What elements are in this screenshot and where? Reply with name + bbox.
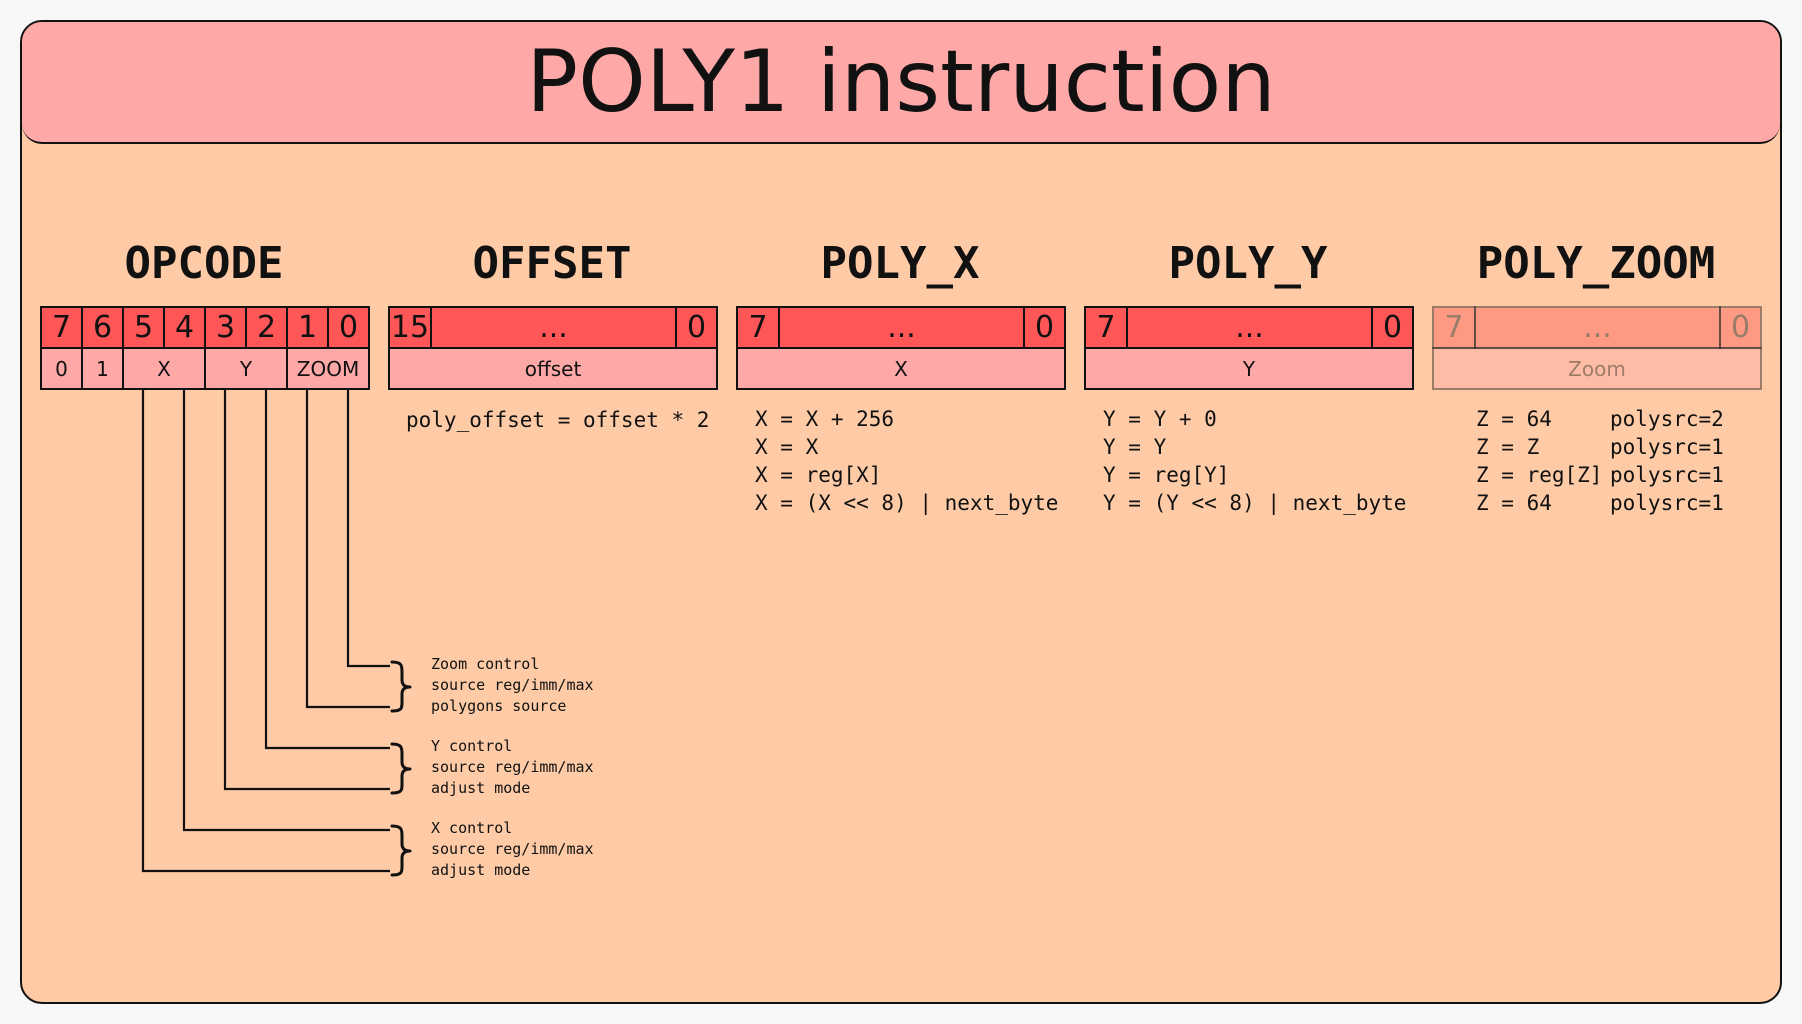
- offset-formula: poly_offset = offset * 2: [406, 408, 710, 432]
- connector-bit0: [346, 390, 390, 668]
- opcode-bit-0: 0: [327, 306, 370, 349]
- opcode-title: OPCODE: [124, 238, 284, 289]
- poly-zoom-rule-expr: Z = Z: [1476, 435, 1540, 459]
- connector-bit5: [141, 390, 390, 873]
- zoom-control-note: polygons source: [431, 697, 567, 715]
- opcode-bit-6: 6: [81, 306, 124, 349]
- y-control-note: adjust mode: [431, 779, 531, 797]
- poly-x-bit-0: 0: [1023, 306, 1066, 349]
- connector-bit1: [305, 390, 390, 709]
- poly-zoom-bit-ellipsis: ...: [1474, 306, 1721, 349]
- x-control-note: adjust mode: [431, 861, 531, 879]
- opcode-field-y: Y: [204, 347, 288, 390]
- y-control-note: source reg/imm/max: [431, 758, 594, 776]
- poly-y-rule: Y = Y + 0: [1103, 407, 1217, 431]
- x-control-note: source reg/imm/max: [431, 840, 594, 858]
- brace-zoom: [390, 660, 412, 713]
- poly-x-rule: X = X + 256: [755, 407, 895, 431]
- page-title: POLY1 instruction: [526, 32, 1276, 132]
- brace-x: [390, 824, 412, 877]
- offset-bit-ellipsis: ...: [430, 306, 677, 349]
- title-bar: POLY1 instruction: [22, 22, 1780, 144]
- poly-zoom-rule-expr: Z = reg[Z]: [1476, 463, 1603, 487]
- poly-zoom-rule-src: polysrc=1: [1610, 435, 1724, 459]
- poly-x-bit-7: 7: [736, 306, 780, 349]
- opcode-field-x: X: [122, 347, 206, 390]
- poly-zoom-rule-src: polysrc=1: [1610, 463, 1724, 487]
- offset-field: offset: [388, 347, 718, 390]
- poly-y-rule: Y = (Y << 8) | next_byte: [1103, 491, 1407, 515]
- zoom-control-note: source reg/imm/max: [431, 676, 594, 694]
- poly-x-field: X: [736, 347, 1066, 390]
- poly-zoom-bit-7: 7: [1432, 306, 1476, 349]
- opcode-bit-2: 2: [245, 306, 288, 349]
- connector-bit3: [223, 390, 390, 791]
- poly-y-rule: Y = reg[Y]: [1103, 463, 1230, 487]
- poly-x-rule: X = X: [755, 435, 819, 459]
- brace-y: [390, 742, 412, 795]
- poly-x-rule: X = reg[X]: [755, 463, 882, 487]
- poly-zoom-bit-0: 0: [1719, 306, 1762, 349]
- poly-y-title: POLY_Y: [1168, 238, 1328, 289]
- poly-zoom-rule-expr: Z = 64: [1476, 491, 1552, 515]
- zoom-control-note: Zoom control: [431, 655, 540, 673]
- diagram-card: POLY1 instruction: [20, 20, 1782, 1004]
- offset-title: OFFSET: [472, 238, 632, 289]
- poly-zoom-rule-src: polysrc=1: [1610, 491, 1724, 515]
- y-control-note: Y control: [431, 737, 513, 755]
- connector-bit2: [264, 390, 390, 750]
- poly-zoom-rule-expr: Z = 64: [1476, 407, 1552, 431]
- opcode-field-zoom: ZOOM: [286, 347, 370, 390]
- poly-x-rule: X = (X << 8) | next_byte: [755, 491, 1059, 515]
- poly-y-field: Y: [1084, 347, 1414, 390]
- poly-x-bit-ellipsis: ...: [778, 306, 1025, 349]
- poly-y-rule: Y = Y: [1103, 435, 1167, 459]
- poly-zoom-rule-src: polysrc=2: [1610, 407, 1724, 431]
- poly-zoom-title: POLY_ZOOM: [1476, 238, 1716, 289]
- x-control-note: X control: [431, 819, 513, 837]
- poly-x-title: POLY_X: [820, 238, 980, 289]
- poly-zoom-field: Zoom: [1432, 347, 1762, 390]
- connector-bit4: [182, 390, 390, 832]
